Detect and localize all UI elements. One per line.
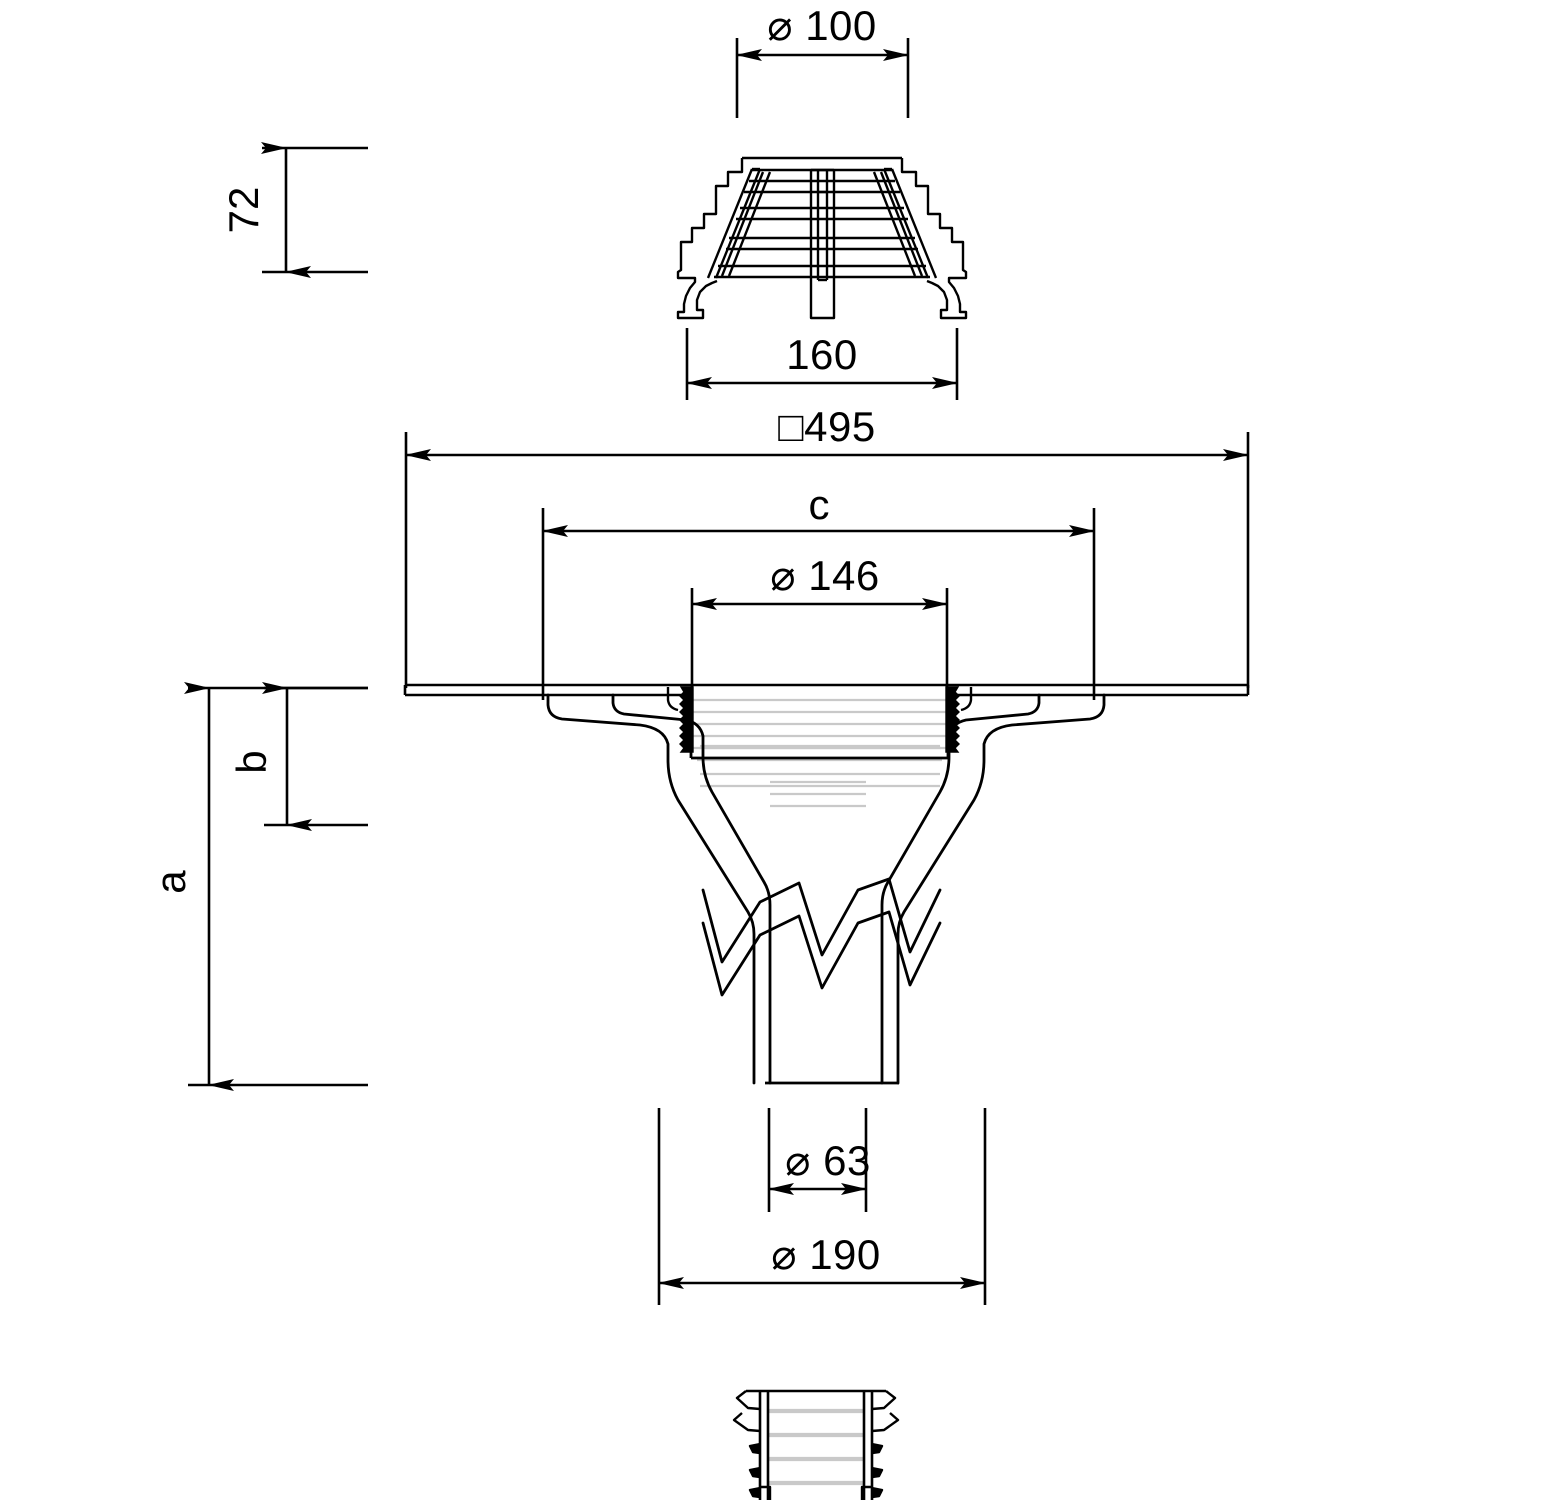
grate-top-detail-view [676, 156, 968, 320]
dimension-label-top-grate-outer: 160 [786, 331, 858, 378]
dimension-label-outlet-outer: ⌀ 190 [771, 1231, 881, 1278]
dimension-label-total-height-a: a [147, 870, 194, 894]
drain-body-outline [546, 693, 1106, 1085]
dimension-label-grate-height: 72 [220, 187, 267, 234]
dimension-label-body-height-b: b [228, 750, 275, 773]
dimension-body-height-b [262, 682, 368, 831]
dimension-label-neck-bore: ⌀ 146 [770, 552, 880, 599]
dimension-flange-width [404, 432, 1250, 688]
drain-body-internal-lines [693, 698, 946, 808]
drain-seal-gasket-right [945, 686, 960, 753]
break-line-symbol [701, 877, 942, 997]
dimension-top-grate-outer [685, 328, 959, 400]
dimension-outlet-bore [767, 1108, 868, 1212]
dimension-label-outlet-bore: ⌀ 63 [785, 1137, 871, 1184]
dimension-label-body-width-c: c [809, 481, 830, 528]
outlet-sleeve-detail-view [732, 1389, 900, 1500]
dimension-neck-bore [690, 588, 949, 700]
dimension-total-height-a [184, 682, 368, 1091]
drain-flange-plate [403, 683, 1250, 697]
dimension-grate-height [261, 142, 368, 278]
drain-collar-lip [666, 687, 973, 712]
dimension-body-width-c [541, 508, 1096, 700]
dimension-outlet-outer [657, 1108, 987, 1305]
dimension-label-flange-width: □495 [778, 403, 875, 450]
drain-seal-gasket-left [679, 686, 694, 753]
dimension-label-top-grate-inner: ⌀ 100 [767, 2, 877, 49]
dimension-top-grate-inner [735, 38, 910, 118]
